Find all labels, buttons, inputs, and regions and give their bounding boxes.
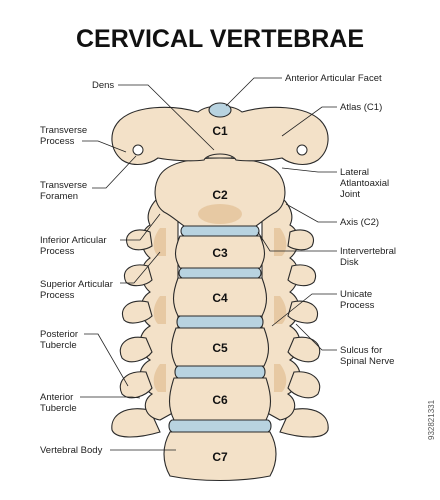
label-lateral-atlantoaxial-joint: Lateral Atlantoaxial Joint xyxy=(340,167,392,200)
c3-body xyxy=(174,235,266,269)
disk-c2-c3 xyxy=(180,225,260,237)
leader-unicate-process xyxy=(271,293,337,327)
leader-inferior-articular-process xyxy=(120,213,161,241)
leader-anterior-tubercle xyxy=(80,396,141,399)
label-sulcus-spinal-nerve: Sulcus for Spinal Nerve xyxy=(340,345,394,367)
disk-c5-c6 xyxy=(174,365,266,379)
c6b-transverse-process-right xyxy=(287,371,321,399)
leader-axis xyxy=(285,203,337,223)
leader-dens xyxy=(118,84,215,151)
leader-anterior-articular-facet xyxy=(225,77,282,107)
leader-superior-articular-process xyxy=(120,251,161,284)
transverse-foramen-right xyxy=(296,144,308,156)
c4-transverse-process-right xyxy=(287,264,316,287)
c5-transverse-process-left xyxy=(122,300,153,324)
vertebra-label-c2: C2 xyxy=(212,188,228,202)
label-axis: Axis (C2) xyxy=(340,217,379,228)
label-transverse-process: Transverse Process xyxy=(40,125,90,147)
c4-body xyxy=(172,277,268,317)
label-posterior-tubercle: Posterior Tubercle xyxy=(40,329,81,351)
transverse-foramen-left xyxy=(132,144,144,156)
c2-shade xyxy=(198,204,242,224)
disk-c6-c7 xyxy=(168,419,272,433)
c7-body xyxy=(163,431,277,482)
label-dens: Dens xyxy=(92,80,114,91)
leader-lateral-atlantoaxial-joint xyxy=(281,167,337,173)
disk-c3-c4 xyxy=(178,267,262,279)
vertebra-label-c5: C5 xyxy=(212,341,228,355)
c6-transverse-process-left xyxy=(119,336,153,363)
vertebra-label-c7: C7 xyxy=(212,450,228,464)
c5-transverse-process-right xyxy=(287,300,318,324)
disk-c4-c5 xyxy=(176,315,264,329)
label-superior-articular-process: Superior Articular Process xyxy=(40,279,116,301)
leader-sulcus-spinal-nerve xyxy=(295,323,337,351)
column-shading-right xyxy=(274,228,287,392)
c6-transverse-process-right xyxy=(287,336,321,363)
vertebra-label-c4: C4 xyxy=(212,291,228,305)
stock-id: 932821331 xyxy=(427,399,436,440)
c7-transverse-process xyxy=(111,408,161,438)
c6b-transverse-process-left xyxy=(119,371,153,399)
vertebra-label-c1: C1 xyxy=(212,124,228,138)
spine-illustration xyxy=(111,102,329,482)
leader-transverse-process xyxy=(82,140,127,153)
c3-transverse-process-right xyxy=(287,229,314,251)
c4-transverse-process-left xyxy=(124,264,153,287)
leader-transverse-foramen xyxy=(92,155,137,189)
label-anterior-tubercle: Anterior Tubercle xyxy=(40,392,77,414)
label-intervertebral-disk: Intervertebral Disk xyxy=(340,246,399,268)
leader-posterior-tubercle xyxy=(84,333,129,387)
label-transverse-foramen: Transverse Foramen xyxy=(40,180,90,202)
leader-intervertebral-disk xyxy=(257,231,337,252)
label-vertebral-body: Vertebral Body xyxy=(40,445,103,456)
label-anterior-articular-facet: Anterior Articular Facet xyxy=(285,73,382,84)
anterior-articular-facet xyxy=(208,102,232,118)
vertebra-label-c6: C6 xyxy=(212,393,228,407)
column-shading-left xyxy=(153,228,166,392)
c7-transverse-process-right xyxy=(279,408,329,438)
label-atlas: Atlas (C1) xyxy=(340,102,382,113)
leader-atlas xyxy=(281,106,337,137)
label-unicate-process: Unicate Process xyxy=(340,289,375,311)
label-inferior-articular-process: Inferior Articular Process xyxy=(40,235,109,257)
diagram-title: CERVICAL VERTEBRAE xyxy=(76,25,364,53)
c5-body xyxy=(170,327,270,367)
vertebra-label-c3: C3 xyxy=(212,246,228,260)
